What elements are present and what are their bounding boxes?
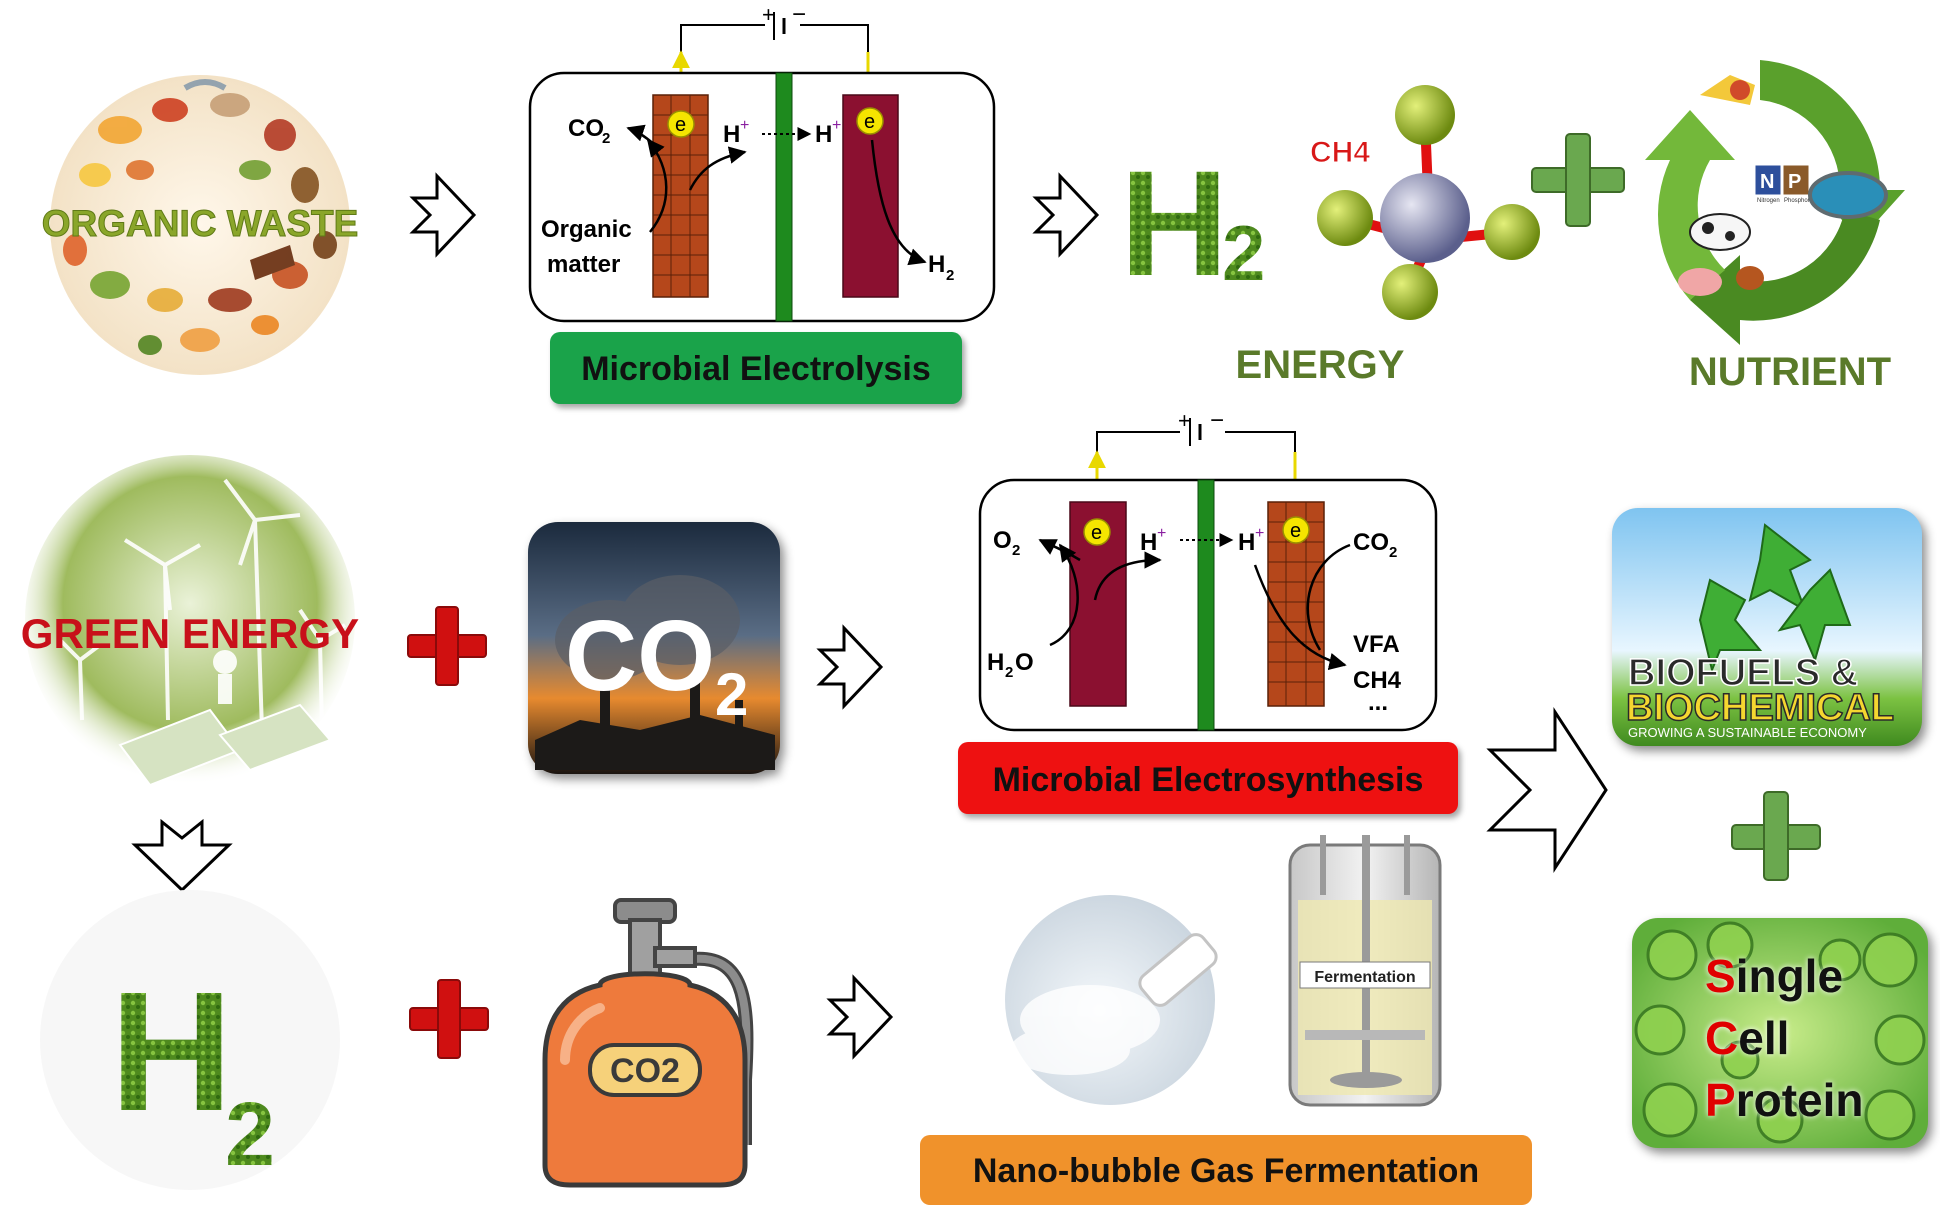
energy-label: ENERGY [1236,343,1405,387]
svg-text:−: − [1210,407,1224,434]
svg-text:e: e [864,111,875,133]
single-cell-protein-image [1632,918,1928,1148]
svg-text:2: 2 [1222,209,1265,297]
flow-arrow-products [1486,706,1608,874]
microbial-electrolysis-label: Microbial Electrolysis [581,350,931,388]
svg-text:2: 2 [946,267,954,284]
microbial-electrosynthesis-cell: + − e e O 2 H 2 O H + H + CO 2 VFA CH4 .… [978,407,1438,732]
scp-line-3: Protein [1705,1074,1864,1126]
svg-text:CH4: CH4 [1353,667,1402,694]
svg-text:BIOFUELS &: BIOFUELS & [1628,652,1858,694]
svg-text:CO: CO [1353,529,1389,556]
h2-leaf-icon: H 2 [1120,139,1265,307]
svg-text:−: − [792,1,806,28]
svg-text:+: + [1157,525,1166,542]
svg-text:O: O [993,527,1012,554]
svg-text:matter: matter [547,251,620,278]
svg-text:CO: CO [568,115,604,142]
svg-text:+: + [832,117,841,134]
svg-text:+: + [740,117,749,134]
flow-arrow-2 [1032,172,1100,258]
svg-text:2: 2 [1012,542,1020,559]
svg-text:2: 2 [1389,544,1397,561]
scp-line-2: Cell [1705,1012,1790,1064]
svg-text:e: e [1290,520,1301,542]
scp-line-1: Single [1705,950,1844,1002]
microbial-electrosynthesis-label: Microbial Electrosynthesis [993,761,1424,799]
svg-text:...: ... [1368,689,1388,716]
svg-text:2: 2 [715,661,748,728]
svg-text:+: + [762,2,775,27]
svg-text:Organic: Organic [541,216,632,243]
plus-icon-red [407,606,487,686]
svg-text:+: + [1178,408,1191,433]
svg-text:Phosphorus: Phosphorus [1784,198,1816,204]
organic-waste-text: ORGANIC WASTE [42,203,359,244]
svg-text:H: H [928,251,945,278]
green-energy-illustration [25,455,355,787]
svg-text:2: 2 [602,130,610,147]
flow-arrow-3 [816,624,884,710]
svg-text:H: H [815,121,832,148]
svg-text:CO: CO [565,600,715,712]
svg-text:2: 2 [1005,664,1013,681]
biofuels-biochemical-image: BIOFUELS & BIOCHEMICAL GROWING A SUSTAIN… [1612,508,1922,746]
svg-text:O: O [1015,649,1034,676]
svg-text:e: e [675,114,686,136]
plus-icon-green [1531,133,1625,227]
plus-icon-products [1731,791,1821,881]
svg-text:H: H [1120,139,1228,307]
co2-emission-photo: CO 2 [528,522,780,774]
nutrient-label: NUTRIENT [1689,350,1891,394]
microbial-electrolysis-cell: + − e e CO 2 Organic matter H + H + H 2 [528,1,996,323]
svg-text:P: P [1788,171,1801,193]
svg-text:GROWING A SUSTAINABLE ECONOMY: GROWING A SUSTAINABLE ECONOMY [1628,725,1867,740]
nutrient-recycle-icon: N P Nitrogen Phosphorus [1645,60,1905,345]
flow-arrow-1 [409,172,477,258]
svg-text:VFA: VFA [1353,631,1400,658]
organic-waste-illustration: ORGANIC WASTE [41,75,359,375]
svg-text:Nitrogen: Nitrogen [1757,198,1780,204]
scp-text: Single Cell Protein [1705,945,1925,1131]
svg-text:N: N [1760,171,1774,193]
svg-text:H: H [1140,529,1157,556]
svg-text:H: H [1238,529,1255,556]
microbial-electrolysis-label-bg [550,332,962,404]
svg-text:H: H [723,121,740,148]
svg-text:H: H [987,649,1004,676]
green-energy-text: GREEN ENERGY [21,610,359,657]
methane-molecule-icon: CH4 [1310,85,1540,320]
svg-text:+: + [1255,525,1264,542]
svg-text:e: e [1091,522,1102,544]
svg-text:BIOCHEMICAL: BIOCHEMICAL [1626,687,1894,729]
microbial-electrosynthesis-label-bg [958,742,1458,814]
ch4-tag: CH4 [1310,136,1370,169]
